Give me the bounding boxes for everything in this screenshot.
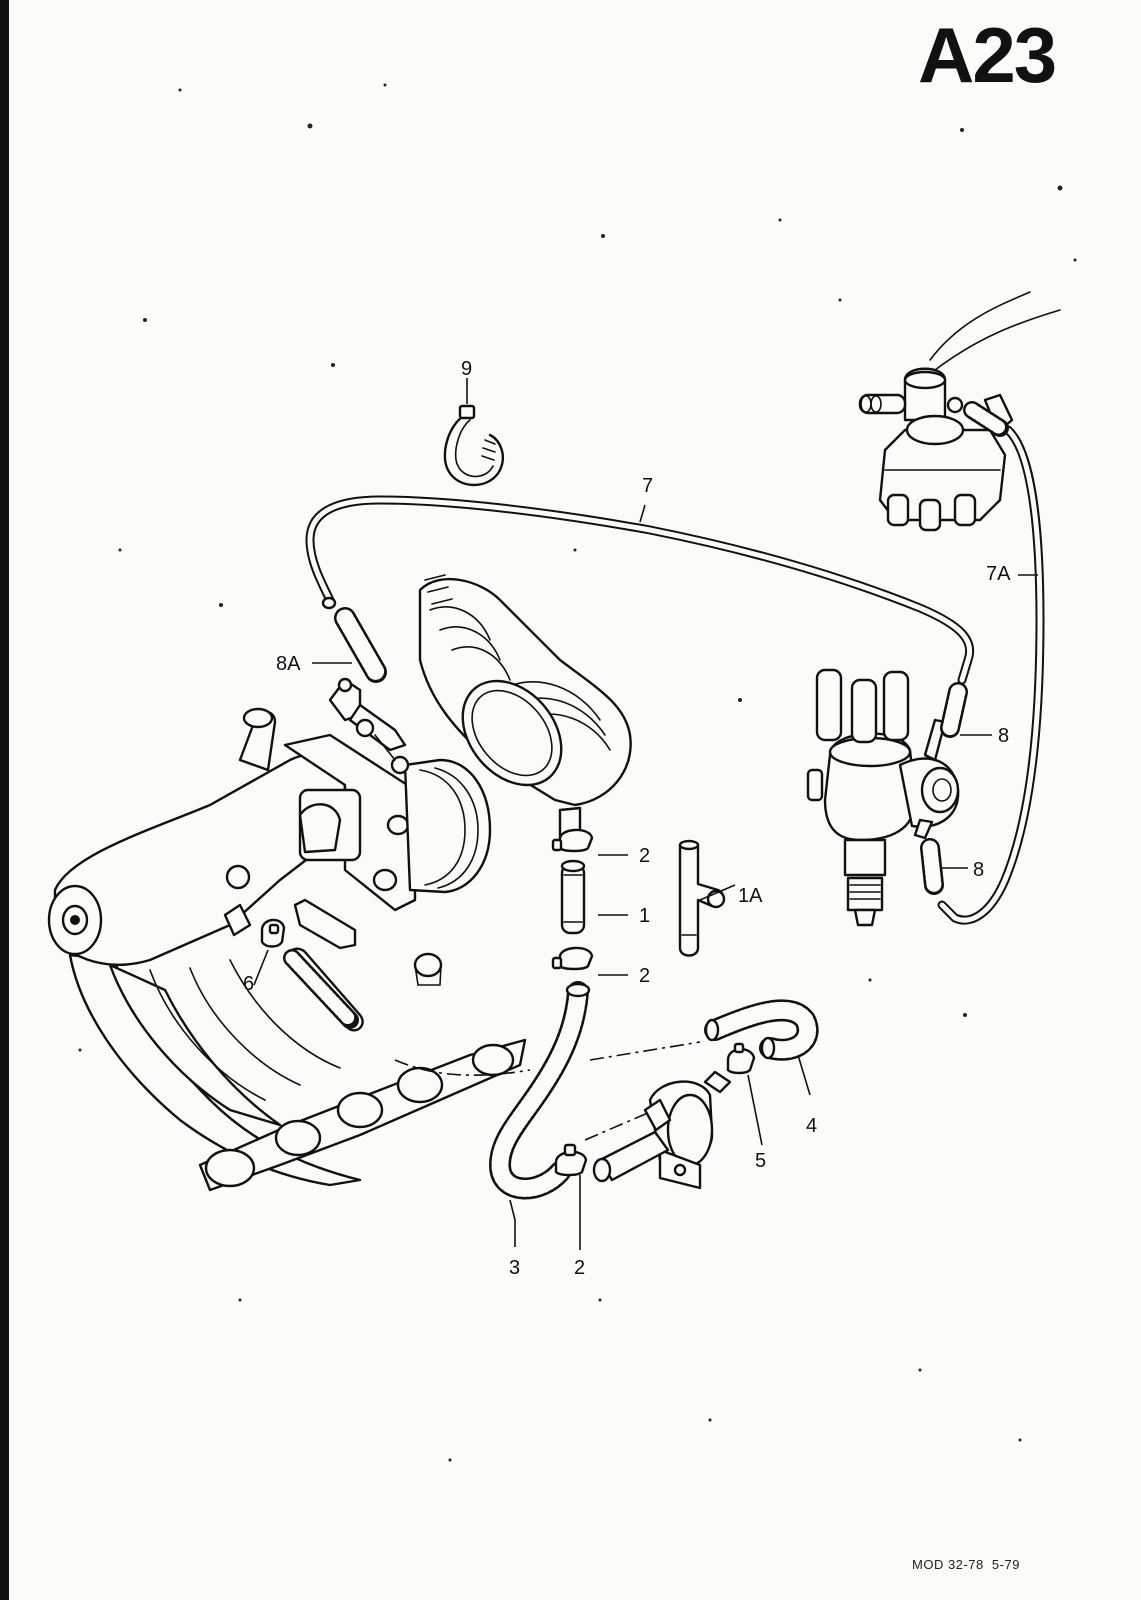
- footer-reference: MOD 32-78 5-79: [912, 1557, 1020, 1572]
- ignition-distributor: [806, 668, 960, 927]
- callout-5: 5: [755, 1150, 766, 1172]
- callout-8-lower: 8: [973, 859, 984, 881]
- callout-9: 9: [461, 358, 472, 380]
- callout-2-lower: 2: [574, 1257, 585, 1279]
- connector-tube-1: [560, 859, 586, 935]
- hose-piece-8-lower: [920, 838, 944, 895]
- hose-clamp-9: [443, 404, 504, 487]
- callout-7: 7: [642, 475, 653, 497]
- clip-6: [260, 918, 286, 948]
- intake-manifold: [47, 677, 527, 1192]
- clamp-2-upper: [551, 828, 594, 853]
- callout-leaders: [253, 378, 1038, 1250]
- vacuum-hose-4: [704, 999, 819, 1061]
- assembly-centre-lines: [394, 1041, 701, 1141]
- callout-3: 3: [509, 1257, 520, 1279]
- scan-edge-bar: [0, 0, 9, 1600]
- clamp-2-middle: [551, 946, 594, 971]
- air-intake-bellows: [418, 574, 632, 851]
- clamp-2-lower: [554, 1143, 588, 1177]
- hose-connector-7a-top: [963, 401, 1009, 437]
- callout-1a: 1A: [738, 885, 763, 907]
- brake-master-cylinder: [858, 291, 1061, 532]
- manifold-short-hose: [283, 949, 359, 1029]
- callout-6: 6: [243, 973, 254, 995]
- vacuum-hose-7: [305, 495, 975, 685]
- callout-8-upper: 8: [998, 725, 1009, 747]
- hose-piece-8-upper: [940, 682, 968, 738]
- callout-2-upper: 2: [639, 845, 650, 867]
- vacuum-hose-3: [488, 981, 591, 1200]
- callout-7a: 7A: [986, 563, 1011, 585]
- t-connector-1a: [678, 839, 726, 957]
- hose-piece-8a: [334, 607, 387, 683]
- callout-8a: 8A: [276, 653, 301, 675]
- callout-labels: 9 7 7A 8A 8 8 2 1 1A 2 6 4 5 3 2: [243, 358, 1011, 1279]
- vacuum-valve: [592, 1070, 732, 1190]
- callout-2-middle: 2: [639, 965, 650, 987]
- clamp-5: [726, 1042, 756, 1075]
- scan-speckles: [78, 83, 1077, 1462]
- callout-1: 1: [639, 905, 650, 927]
- page-code: A23: [918, 11, 1057, 99]
- callout-4: 4: [806, 1115, 817, 1137]
- vacuum-hose-7a: [937, 425, 1045, 925]
